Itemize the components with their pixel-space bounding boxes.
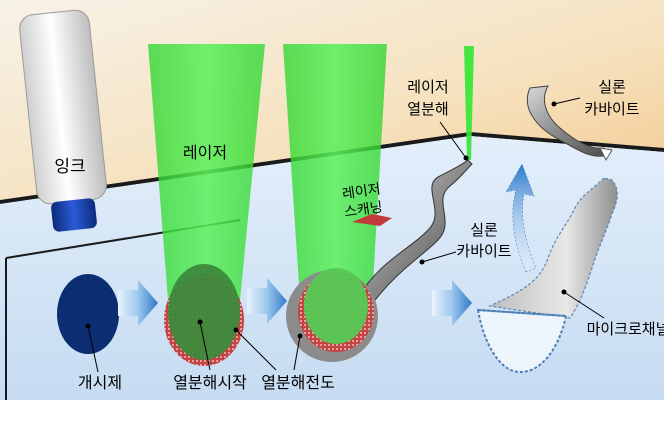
step-initiator: 개시제	[57, 274, 122, 392]
laser-label: 레이저	[183, 143, 227, 162]
carbon-wall-floating: 실론 카바이트	[526, 78, 640, 162]
laser-beam-scanning: 레이저 스캐닝	[283, 44, 387, 300]
carbon-wall-mid-label-1: 실론	[470, 221, 498, 239]
flow-arrow-2	[247, 278, 287, 324]
microchannel: 마이크로채널	[476, 177, 664, 374]
pyrolysis-propagation-label: 열분해전도	[261, 373, 335, 392]
pyrolysis-start-label: 열분해시작	[173, 373, 247, 392]
carbon-wall-annotation-mid: 실론 카바이트	[419, 221, 512, 265]
carbon-wall-strip	[357, 159, 473, 305]
ink-label: 잉크	[54, 157, 85, 177]
laser-pyrolysis-label-2: 열분해	[407, 100, 448, 118]
carbon-trail	[352, 159, 473, 305]
microchannel-label: 마이크로채널	[587, 320, 664, 338]
lift-arrow-shape	[505, 163, 537, 273]
channel-front-opening	[476, 308, 568, 374]
laser-beam-thin	[464, 46, 474, 160]
ink-tube: 잉크	[19, 9, 107, 232]
scanning-spot	[352, 214, 392, 226]
laser-beam-center: 레이저	[148, 44, 265, 300]
channel-path-outline	[487, 177, 618, 319]
laser-scanning-label-1: 레이저	[341, 181, 381, 202]
lift-arrow	[505, 163, 537, 273]
ink-tube-cap	[51, 198, 97, 232]
initiator-dot	[57, 274, 119, 354]
carbon-wall-top-label-1: 실론	[598, 78, 626, 96]
carbon-wall-mid-label-2: 카바이트	[456, 242, 511, 260]
carbon-wall-top-label-2: 카바이트	[584, 100, 639, 118]
step-pyrolysis-start: 열분해시작	[164, 264, 277, 392]
flow-arrow-3	[432, 280, 472, 326]
step-pyrolysis-propagation: 열분해전도	[261, 268, 378, 392]
laser-spot	[168, 264, 240, 360]
laser-spot-2	[304, 268, 368, 344]
initiator-label: 개시제	[78, 373, 122, 392]
laser-pyrolysis-label-1: 레이저	[407, 78, 448, 96]
flow-arrows	[118, 278, 472, 326]
laser-pyrolysis-annotation: 레이저 열분해	[407, 78, 469, 161]
flow-arrow-1	[118, 280, 158, 326]
